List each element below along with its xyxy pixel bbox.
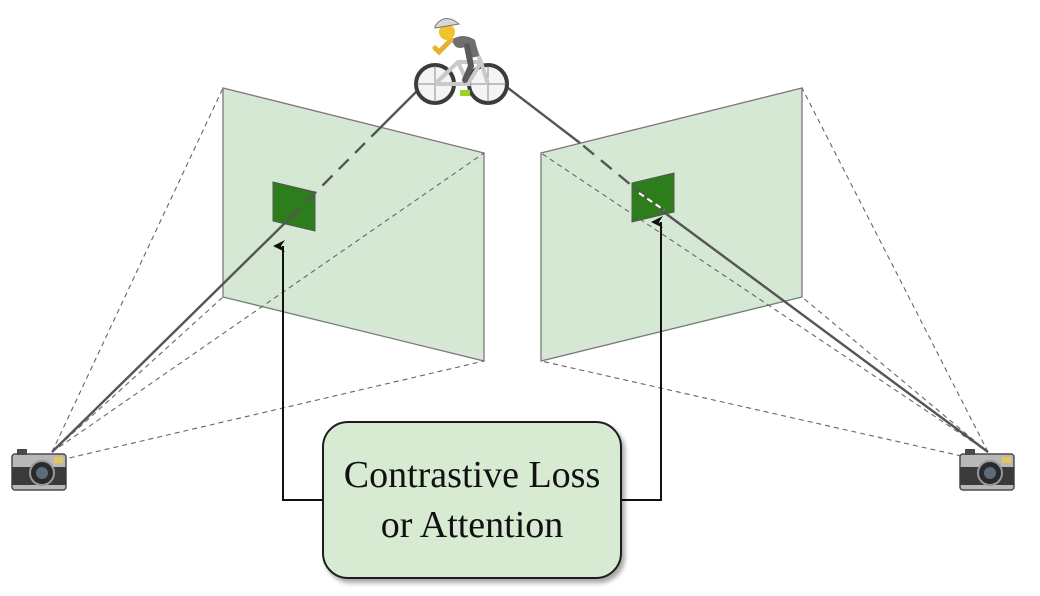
right-patch xyxy=(631,172,675,223)
right-arrow xyxy=(622,216,663,501)
contrastive-loss-box: Contrastive Loss or Attention xyxy=(322,421,622,579)
box-line-1: Contrastive Loss xyxy=(343,454,601,496)
left-patch xyxy=(272,181,316,232)
right-camera-icon xyxy=(959,449,1015,491)
left-image-plane xyxy=(222,87,485,362)
right-frustum-lines xyxy=(540,87,989,463)
right-ray xyxy=(507,87,989,453)
left-ray xyxy=(51,87,421,453)
left-arrow xyxy=(273,240,322,501)
cyclist-icon xyxy=(414,18,509,105)
box-line-2: or Attention xyxy=(380,504,564,546)
right-patch-highlight xyxy=(638,192,665,211)
left-frustum-lines xyxy=(51,87,485,463)
right-image-plane xyxy=(540,87,803,362)
left-camera-icon xyxy=(11,449,67,491)
